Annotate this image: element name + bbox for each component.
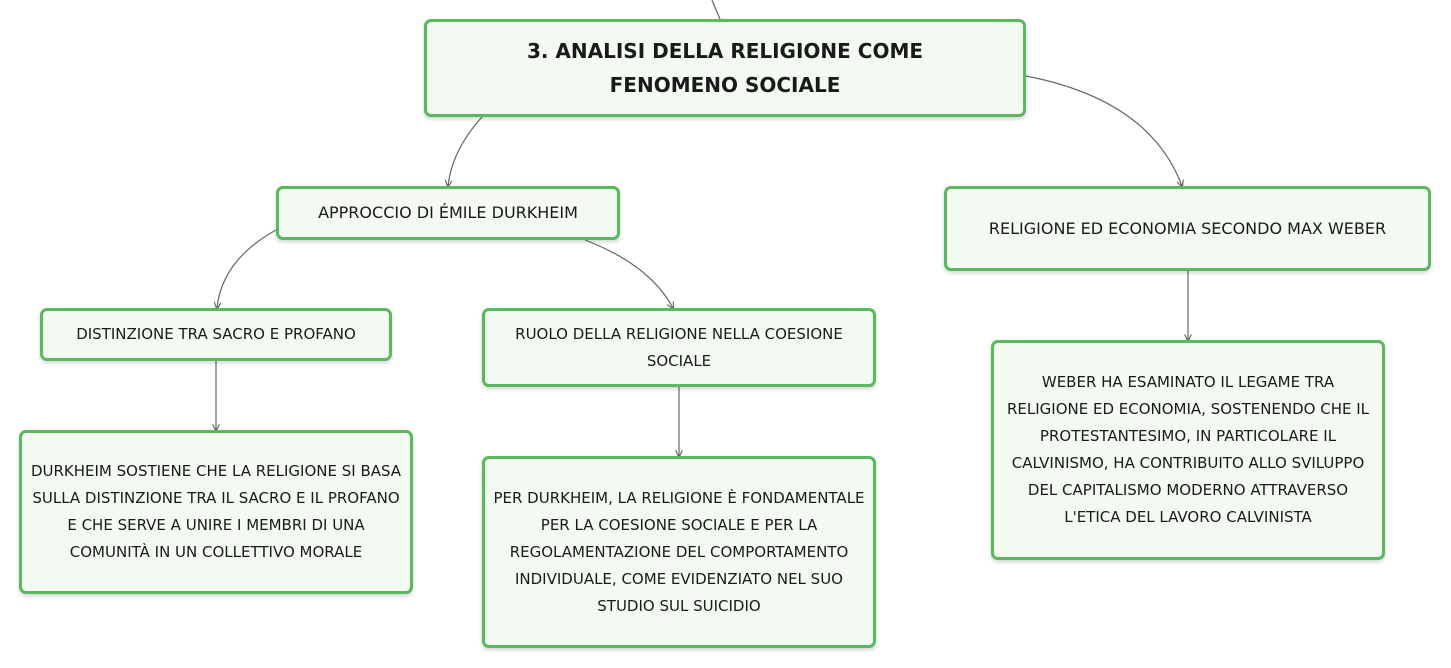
sacred-profane-detail-node[interactable]: DURKHEIM SOSTIENE CHE LA RELIGIONE SI BA…: [19, 430, 413, 594]
social-cohesion-detail-node[interactable]: PER DURKHEIM, LA RELIGIONE È FONDAMENTAL…: [482, 456, 876, 648]
weber-economy-node[interactable]: RELIGIONE ED ECONOMIA SECONDO MAX WEBER: [944, 186, 1431, 271]
social-cohesion-node[interactable]: RUOLO DELLA RELIGIONE NELLA COESIONE SOC…: [482, 308, 876, 387]
root-node[interactable]: 3. ANALISI DELLA RELIGIONE COME FENOMENO…: [424, 19, 1026, 117]
weber-economy-label: RELIGIONE ED ECONOMIA SECONDO MAX WEBER: [988, 218, 1387, 238]
connector-root-to-weber: [1025, 75, 1182, 186]
weber-detail-node[interactable]: WEBER HA ESAMINATO IL LEGAME TRA RELIGIO…: [991, 340, 1385, 560]
social-cohesion-detail-text: PER DURKHEIM, LA RELIGIONE È FONDAMENTAL…: [493, 488, 865, 615]
sacred-profane-node[interactable]: DISTINZIONE TRA SACRO E PROFANO: [40, 308, 392, 361]
durkheim-approach-label: APPROCCIO DI ÉMILE DURKHEIM: [318, 203, 578, 222]
weber-detail-text: WEBER HA ESAMINATO IL LEGAME TRA RELIGIO…: [1006, 373, 1370, 526]
connector-durkheim-to-coesione: [584, 239, 673, 308]
durkheim-approach-node[interactable]: APPROCCIO DI ÉMILE DURKHEIM: [276, 186, 620, 240]
sacred-profane-detail-text: DURKHEIM SOSTIENE CHE LA RELIGIONE SI BA…: [30, 462, 402, 561]
connector-parent-to-root: [711, 0, 721, 20]
root-node-label: 3. ANALISI DELLA RELIGIONE COME FENOMENO…: [526, 39, 924, 97]
connector-root-to-durkheim: [448, 116, 483, 186]
social-cohesion-label: RUOLO DELLA RELIGIONE NELLA COESIONE SOC…: [515, 324, 843, 370]
connector-durkheim-to-sacro: [217, 229, 277, 308]
sacred-profane-label: DISTINZIONE TRA SACRO E PROFANO: [76, 325, 356, 343]
